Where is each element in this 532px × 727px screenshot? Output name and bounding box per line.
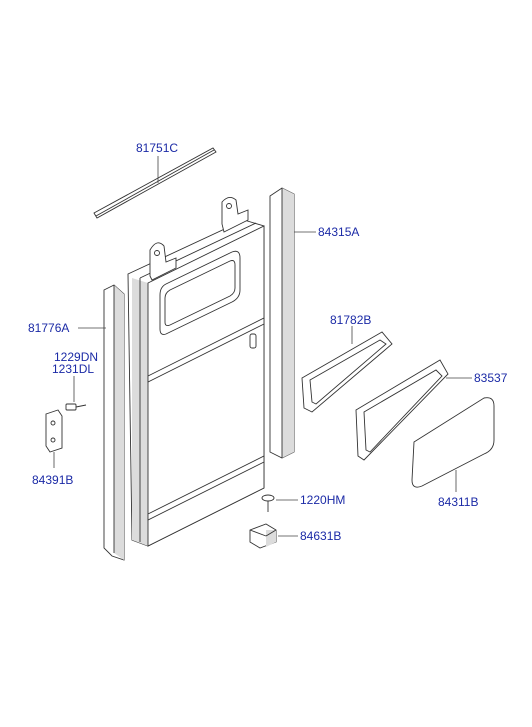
label-84311b: 84311B xyxy=(438,495,478,509)
part-1229dn-screw xyxy=(65,403,87,411)
label-81751c: 81751C xyxy=(136,141,178,155)
label-84391b: 84391B xyxy=(32,473,73,487)
label-1229dn: 1229DN xyxy=(54,350,98,364)
part-81751c-drip-rail xyxy=(93,147,217,219)
label-81776a: 81776A xyxy=(28,321,69,335)
label-83537: 83537 xyxy=(474,371,508,385)
part-door-panel xyxy=(127,197,265,547)
label-81782b: 81782B xyxy=(330,313,371,327)
part-84631b-clip xyxy=(249,523,277,549)
label-1231dl: 1231DL xyxy=(52,362,94,376)
part-84315a-pillar xyxy=(269,187,295,459)
part-81782b-window-seal xyxy=(301,331,393,413)
label-1220hm: 1220HM xyxy=(300,493,345,507)
label-84631b: 84631B xyxy=(300,529,341,543)
part-84311b-window-glass xyxy=(411,397,495,488)
part-81776a-side-channel xyxy=(103,284,125,561)
part-83537-glass-frame xyxy=(355,359,449,461)
part-84391b-bracket xyxy=(45,409,63,453)
label-84315a: 84315A xyxy=(318,225,359,239)
part-1220hm-screw xyxy=(261,494,275,512)
